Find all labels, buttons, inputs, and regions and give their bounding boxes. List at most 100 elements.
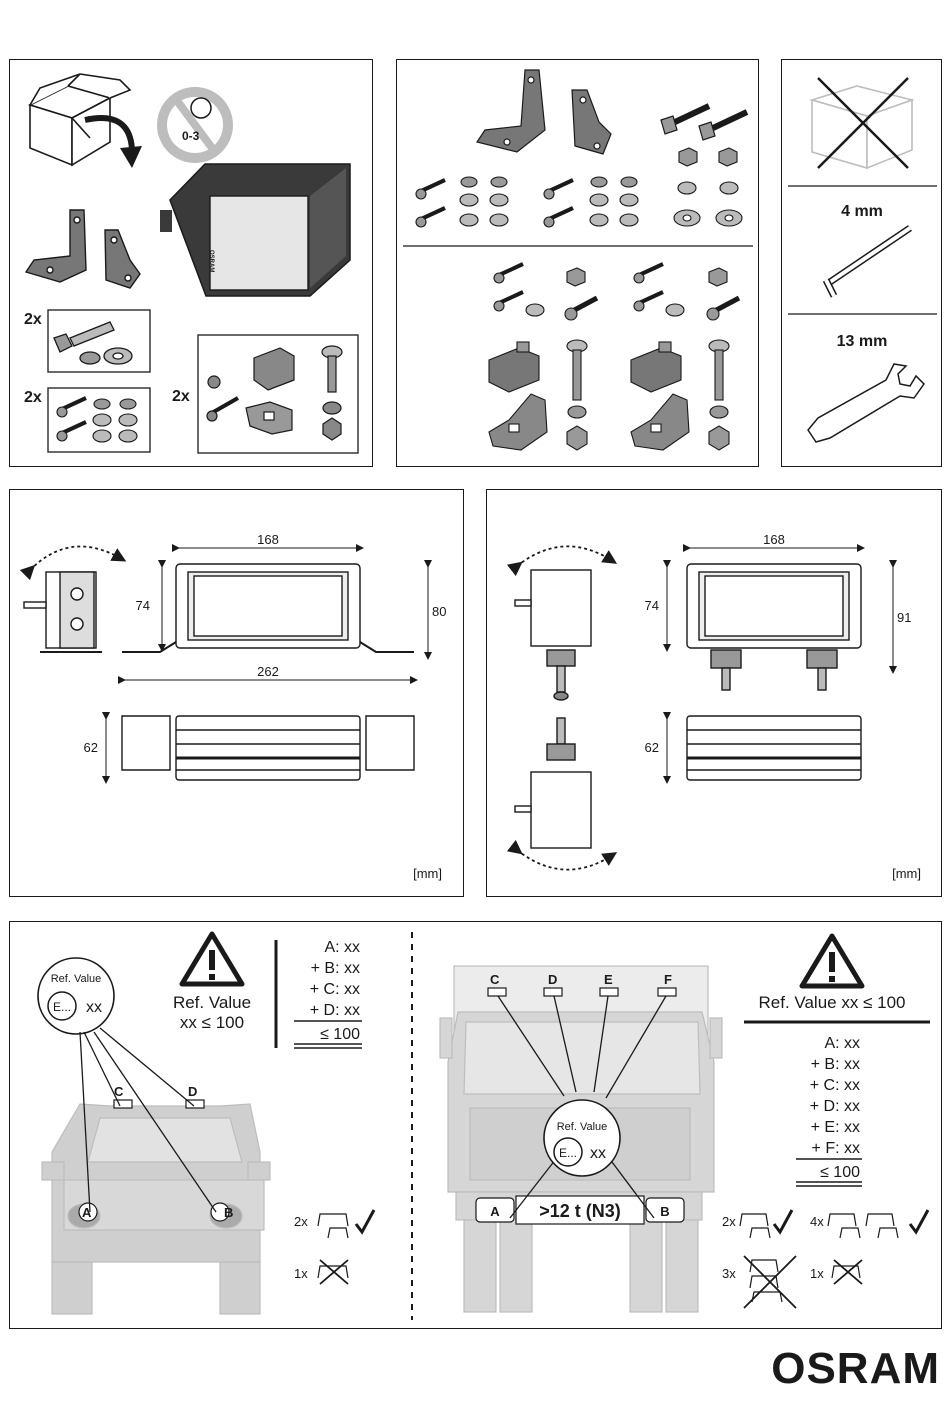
truck-lamp-e: E [604, 972, 613, 987]
roof-lamp-c [114, 1100, 132, 1108]
panel-tools: 4 mm 13 mm [781, 59, 942, 467]
truck-lamp-f: F [664, 972, 672, 987]
top-view-clamp-lamp [687, 716, 861, 780]
truck-warn-text: Ref. Value xx ≤ 100 [759, 993, 906, 1012]
mount-ok-icon-truck2 [828, 1214, 898, 1238]
car-warn-text2: xx ≤ 100 [180, 1013, 244, 1032]
ref-value-circle-car [38, 958, 114, 1034]
checkmark-icon [910, 1210, 928, 1232]
truck-circle-mark: E... [559, 1146, 577, 1160]
no-children-icon [157, 87, 233, 163]
car-sum-a: A: xx [324, 939, 360, 956]
dim-depth: 62 [645, 740, 659, 755]
svg-text:A: A [490, 1204, 500, 1219]
checkmark-icon [774, 1210, 792, 1232]
vehicle-class: >12 t (N3) [539, 1201, 621, 1221]
dim-width: 168 [763, 532, 785, 547]
car-warn-text1: Ref. Value [173, 993, 251, 1012]
car-sum-c: + C: xx [310, 981, 360, 998]
car-lamp-d: D [188, 1084, 197, 1099]
dim-total-width: 262 [257, 664, 279, 679]
truck-sum-c: + C: xx [810, 1077, 860, 1094]
car-qty-bad: 1x [294, 1266, 308, 1281]
mount-ok-icon-truck1 [740, 1214, 770, 1238]
truck-qty-bad2: 1x [810, 1266, 824, 1281]
screw-group-icon [416, 177, 638, 227]
dim-total-height: 91 [897, 610, 911, 625]
bolt-set-qty: 2x [24, 311, 42, 328]
svg-text:B: B [660, 1204, 669, 1219]
truck-qty-ok2: 4x [810, 1214, 824, 1229]
long-bolt-icon [661, 106, 747, 140]
lamp-brand-label: OSRAM [208, 250, 214, 272]
truck-sum-b: + B: xx [811, 1056, 860, 1073]
panel-dimensions-clamp: 168 74 91 62 [mm] [486, 489, 942, 897]
truck-sum-total: ≤ 100 [820, 1164, 860, 1181]
car-sum-total: ≤ 100 [320, 1026, 360, 1043]
mount-bad-icon-truck1 [744, 1256, 796, 1308]
front-view-lamp [122, 564, 414, 652]
mount-ok-icon [318, 1214, 348, 1238]
hardware-art [397, 60, 760, 468]
car-circle-xx: xx [86, 999, 102, 1016]
truck-sum-d: + D: xx [810, 1098, 860, 1115]
dim-height: 74 [645, 598, 659, 613]
truck-sum-e: + E: xx [811, 1119, 860, 1136]
warning-triangle-icon-truck [802, 936, 862, 986]
panel-package-contents: 0-3 OSRAM 2x 2x [9, 59, 373, 467]
side-view-lamp [24, 572, 102, 652]
checkmark-icon [356, 1210, 374, 1232]
truck-qty-ok1: 2x [722, 1214, 736, 1229]
wrench-size: 13 mm [837, 333, 888, 350]
panel-reference-value: Ref. Value E... xx Ref. Value xx ≤ 100 A… [9, 921, 942, 1329]
truck-lamp-c: C [490, 972, 500, 987]
mount-bad-icon [318, 1260, 348, 1284]
dimensions-clamp-art: 168 74 91 62 [mm] [487, 490, 943, 898]
warning-triangle-icon [182, 934, 242, 984]
truck-circle-title: Ref. Value [557, 1121, 608, 1133]
mount-bad-icon-truck2 [832, 1260, 862, 1284]
dimensions-bracket-art: 168 74 80 262 62 [mm] [10, 490, 465, 898]
dim-unit: [mm] [892, 866, 921, 881]
washer-nut-icon [674, 148, 742, 226]
front-view-clamp-lamp [687, 564, 861, 690]
dim-total-height: 80 [432, 604, 446, 619]
car-lamp-a: A [82, 1205, 92, 1220]
truck-lamp-d: D [548, 972, 557, 987]
tools-art: 4 mm 13 mm [782, 60, 943, 468]
truck-sum-a: A: xx [824, 1035, 860, 1052]
ref-value-circle-truck [544, 1100, 620, 1176]
top-view-lamp [122, 716, 414, 780]
car-circle-title: Ref. Value [51, 973, 102, 985]
truck-qty-bad1: 3x [722, 1266, 736, 1281]
side-view-clamp-top [515, 570, 591, 700]
dim-depth: 62 [84, 740, 98, 755]
truck-sum-f: + F: xx [812, 1140, 860, 1157]
car-lamp-b: B [224, 1205, 233, 1220]
reference-value-art: Ref. Value E... xx Ref. Value xx ≤ 100 A… [10, 922, 943, 1330]
dim-unit: [mm] [413, 866, 442, 881]
car-qty-ok: 2x [294, 1214, 308, 1229]
package-contents-art: 0-3 OSRAM 2x 2x [10, 60, 374, 468]
car-sum-d: + D: xx [310, 1002, 360, 1019]
mounting-bracket-icon [26, 210, 140, 288]
allen-key-icon [826, 228, 910, 296]
dim-width: 168 [257, 532, 279, 547]
panel-hardware [396, 59, 759, 467]
allen-key-size: 4 mm [841, 203, 883, 220]
car-circle-mark: E... [53, 1000, 71, 1014]
panel-dimensions-bracket: 168 74 80 262 62 [mm] [9, 489, 464, 897]
dim-height: 74 [136, 598, 150, 613]
mount-set-qty: 2x [172, 388, 190, 405]
car-front-illustration [42, 1104, 270, 1314]
age-warning-text: 0-3 [182, 129, 200, 143]
car-sum-b: + B: xx [311, 960, 360, 977]
osram-logo: OSRAM [771, 1344, 940, 1394]
screw-set-qty: 2x [24, 389, 42, 406]
light-bar-lamp-icon [160, 164, 350, 296]
bracket-pair-icon [477, 70, 611, 154]
clamp-set-icon [489, 264, 739, 450]
truck-circle-xx: xx [590, 1145, 606, 1162]
side-view-clamp-bottom [515, 718, 591, 848]
wrench-icon [808, 364, 924, 442]
